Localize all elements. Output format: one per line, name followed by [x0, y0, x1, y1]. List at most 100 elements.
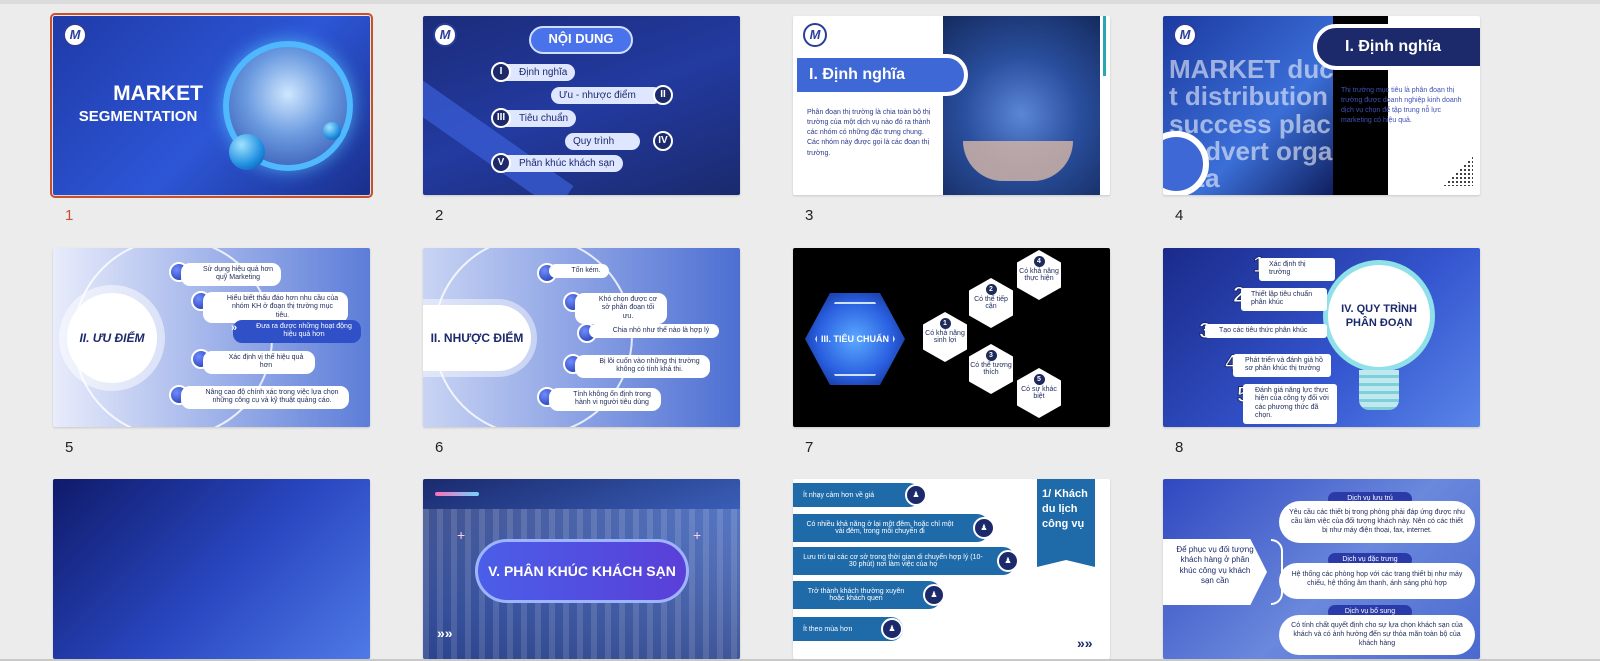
- logo-icon: M: [63, 23, 87, 47]
- top-scroll-edge: [0, 0, 1600, 4]
- sparkle-icon: +: [457, 527, 466, 543]
- accent-line: [1103, 16, 1106, 76]
- slide-title: II. NHƯỢC ĐIỂM: [423, 305, 531, 371]
- service-desc-3: Có tính chất quyết định cho sự lựa chọn …: [1279, 615, 1475, 655]
- slide-number-4: 4: [1175, 207, 1184, 224]
- roman-badge-4: IV: [653, 131, 673, 151]
- agenda-item-5: Phân khúc khách sạn: [493, 155, 623, 172]
- drawback-item-1: Tốn kém.: [549, 264, 609, 279]
- slide-thumbnail-5[interactable]: II. ƯU ĐIỂM Sử dụng hiệu quả hơn quỹ Mar…: [53, 248, 370, 427]
- slide-thumbnail-2[interactable]: M NỘI DUNG Định nghĩa I Ưu - nhược điểm …: [423, 16, 740, 195]
- slide-number-2: 2: [435, 207, 444, 224]
- people-icon: ♟: [905, 484, 927, 506]
- people-icon: ♟: [973, 517, 995, 539]
- benefit-item-5: Nâng cao độ chính xác trong việc lựa chọ…: [181, 386, 349, 409]
- business-traveler-item-3: Lưu trú tại các cơ sở trong thời gian di…: [793, 547, 1015, 575]
- slide-title: 1/ Khách du lịch công vụ: [1037, 479, 1095, 567]
- roman-badge-2: II: [653, 85, 673, 105]
- slide-thumbnail-1[interactable]: M MARKET SEGMENTATION: [50, 13, 373, 198]
- agenda-heading: NỘI DUNG: [529, 26, 633, 54]
- business-traveler-item-1: Ít nhạy cảm hơn về giá: [793, 483, 921, 507]
- drawback-item-3: Chia nhỏ như thế nào là hợp lý: [589, 324, 719, 339]
- step-item-4: Phát triển và đánh giá hồ sơ phân khúc t…: [1233, 354, 1331, 377]
- criterion-number: 5: [1033, 374, 1045, 385]
- slide-title-line2: SEGMENTATION: [78, 108, 198, 125]
- hands-shape: [963, 141, 1073, 181]
- chevrons-icon: »»: [1077, 635, 1093, 651]
- slide-number-6: 6: [435, 439, 444, 456]
- agenda-item-1: Định nghĩa: [493, 64, 576, 81]
- dot-pattern-decoration: [1443, 156, 1473, 186]
- agenda-item-3: Tiêu chuẩn: [493, 110, 577, 127]
- lightbulb-base: [1359, 370, 1399, 410]
- bottom-scroll-edge: [0, 659, 1600, 661]
- slide-thumbnail-4[interactable]: MARKET duct distribution success place a…: [1163, 16, 1480, 195]
- benefit-item-1: Sử dụng hiệu quả hơn quỹ Marketing: [181, 263, 281, 286]
- benefit-item-4: Xác định vị thế hiệu quả hơn: [203, 351, 315, 374]
- slide-number-3: 3: [805, 207, 814, 224]
- people-icon: ♟: [881, 618, 903, 640]
- service-desc-1: Yêu cầu các thiết bị trong phòng phải đá…: [1279, 501, 1475, 543]
- roman-badge-5: V: [491, 153, 511, 173]
- slide-title: I. Định nghĩa: [793, 54, 968, 96]
- accent-bar: [435, 492, 479, 496]
- slide-title-line1: MARKET: [113, 82, 203, 105]
- logo-icon: M: [1173, 23, 1197, 47]
- slide-thumbnail-6[interactable]: II. NHƯỢC ĐIỂM Tốn kém. Khó chọn được cơ…: [423, 248, 740, 427]
- drawback-item-2: Khó chọn được cơ sở phân đoạn tối ưu.: [575, 293, 667, 325]
- lightbulb-shape: [1323, 260, 1435, 372]
- criterion-number: 2: [985, 284, 997, 295]
- agenda-item-2: Ưu - nhược điểm: [551, 87, 662, 104]
- slide-title: IV. QUY TRÌNH PHÂN ĐOẠN: [1341, 303, 1417, 329]
- slide-thumbnail-12[interactable]: Để phục vụ đối tượng khách hàng ở phân k…: [1163, 479, 1480, 659]
- service-desc-2: Hệ thống các phòng họp với các trang thi…: [1279, 563, 1475, 599]
- roman-badge-1: I: [491, 62, 511, 82]
- logo-icon: M: [803, 23, 827, 47]
- sphere-decoration-small: [323, 122, 341, 140]
- slide-number-7: 7: [805, 439, 814, 456]
- sphere-decoration: [229, 134, 265, 170]
- slide-thumbnail-8[interactable]: IV. QUY TRÌNH PHÂN ĐOẠN 1 Xác định thị t…: [1163, 248, 1480, 427]
- glow-hexagon-inner: [815, 302, 895, 376]
- slide-title: II. ƯU ĐIỂM: [79, 331, 145, 345]
- benefit-item-2: Hiểu biết thấu đáo hơn nhu cầu của nhóm …: [203, 292, 348, 324]
- slide-thumbnail-10[interactable]: V. PHÂN KHÚC KHÁCH SẠN »» + +: [423, 479, 740, 659]
- slide-number-1: 1: [65, 207, 74, 224]
- slide-title: V. PHÂN KHÚC KHÁCH SẠN: [475, 539, 689, 603]
- slide-title: III. TIÊU CHUẨN: [820, 334, 889, 344]
- slide-thumbnail-9[interactable]: [53, 479, 370, 659]
- business-traveler-item-2: Có nhiều khả năng ở lại một đêm, hoặc ch…: [793, 514, 989, 542]
- slide-body: Thị trường mục tiêu là phân đoạn thị trư…: [1341, 87, 1462, 125]
- slide-number-8: 8: [1175, 439, 1184, 456]
- step-item-3: Tạo các tiêu thức phân khúc: [1205, 324, 1327, 339]
- slide-thumbnail-11[interactable]: Ít nhạy cảm hơn về giá ♟ Có nhiều khả nă…: [793, 479, 1110, 659]
- slide-thumbnail-3[interactable]: M I. Định nghĩa Phân đoạn thị trường là …: [793, 16, 1110, 195]
- sparkle-icon: +: [693, 527, 702, 543]
- chevrons-icon: »»: [437, 625, 453, 641]
- criterion-number: 3: [985, 350, 997, 361]
- glow-hexagon: [805, 293, 905, 385]
- slide-body: Phân đoạn thị trường là chia toàn bộ thị…: [807, 109, 931, 157]
- people-icon: ♟: [997, 550, 1019, 572]
- step-item-5: Đánh giá năng lực thực hiện của công ty …: [1243, 384, 1337, 424]
- diagonal-stripe: [423, 71, 574, 195]
- center-circle: [67, 293, 157, 383]
- chevrons-icon: »: [231, 322, 238, 334]
- slide-title: I. Định nghĩa: [1313, 24, 1480, 70]
- benefit-item-3: Đưa ra được những hoạt động hiệu quả hơn: [233, 320, 361, 343]
- drawback-item-4: Bị lôi cuốn vào những thị trường không c…: [575, 355, 710, 378]
- logo-icon: M: [433, 23, 457, 47]
- step-item-2: Thiết lập tiêu chuẩn phân khúc: [1241, 288, 1327, 311]
- slide-number-5: 5: [65, 439, 74, 456]
- business-traveler-item-4: Trở thành khách thường xuyên hoặc khách …: [793, 581, 941, 609]
- word-cloud-image: MARKET duct distribution success place a…: [1163, 16, 1338, 195]
- step-item-1: Xác định thị trường: [1259, 258, 1335, 281]
- left-intro-text: Để phục vụ đối tượng khách hàng ở phân k…: [1163, 539, 1267, 605]
- agenda-item-4: Quy trình: [565, 133, 641, 150]
- criterion-number: 4: [1033, 256, 1045, 267]
